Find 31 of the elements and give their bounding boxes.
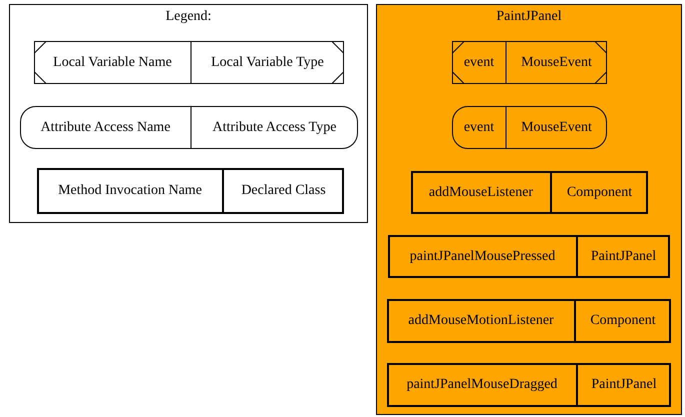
record-name: addMouseListener (428, 184, 534, 202)
record-name: paintJPanelMouseDragged (406, 376, 558, 394)
record-type: Declared Class (240, 182, 327, 200)
record-name: paintJPanelMousePressed (408, 248, 556, 266)
group-frame (376, 4, 682, 415)
record-type: MouseEvent (520, 54, 593, 72)
method-record (387, 299, 671, 343)
method-record (388, 235, 670, 278)
record-name: Local Variable Name (52, 54, 173, 72)
record-name: Attribute Access Name (40, 118, 172, 136)
method-record (411, 171, 648, 214)
record-type: Component (589, 312, 657, 330)
record-type: MouseEvent (520, 118, 593, 136)
record-name: event (462, 118, 496, 136)
record-type: PaintJPanel (590, 248, 658, 266)
record-type: Attribute Access Type (212, 118, 338, 136)
attribute-record (20, 106, 358, 149)
method-record (37, 168, 344, 214)
attribute-record (452, 106, 607, 149)
record-name: event (462, 54, 496, 72)
record-type: PaintJPanel (590, 376, 658, 394)
record-name: Method Invocation Name (57, 182, 203, 200)
group-frame (9, 4, 368, 223)
variable-record (34, 41, 344, 84)
record-type: Component (566, 184, 634, 202)
record-name: addMouseMotionListener (407, 312, 555, 330)
method-record (387, 363, 671, 407)
record-type: Local Variable Type (210, 54, 325, 72)
group-title: Legend: (164, 9, 212, 25)
group-title: PaintJPanel (495, 9, 563, 25)
variable-record (452, 41, 607, 84)
